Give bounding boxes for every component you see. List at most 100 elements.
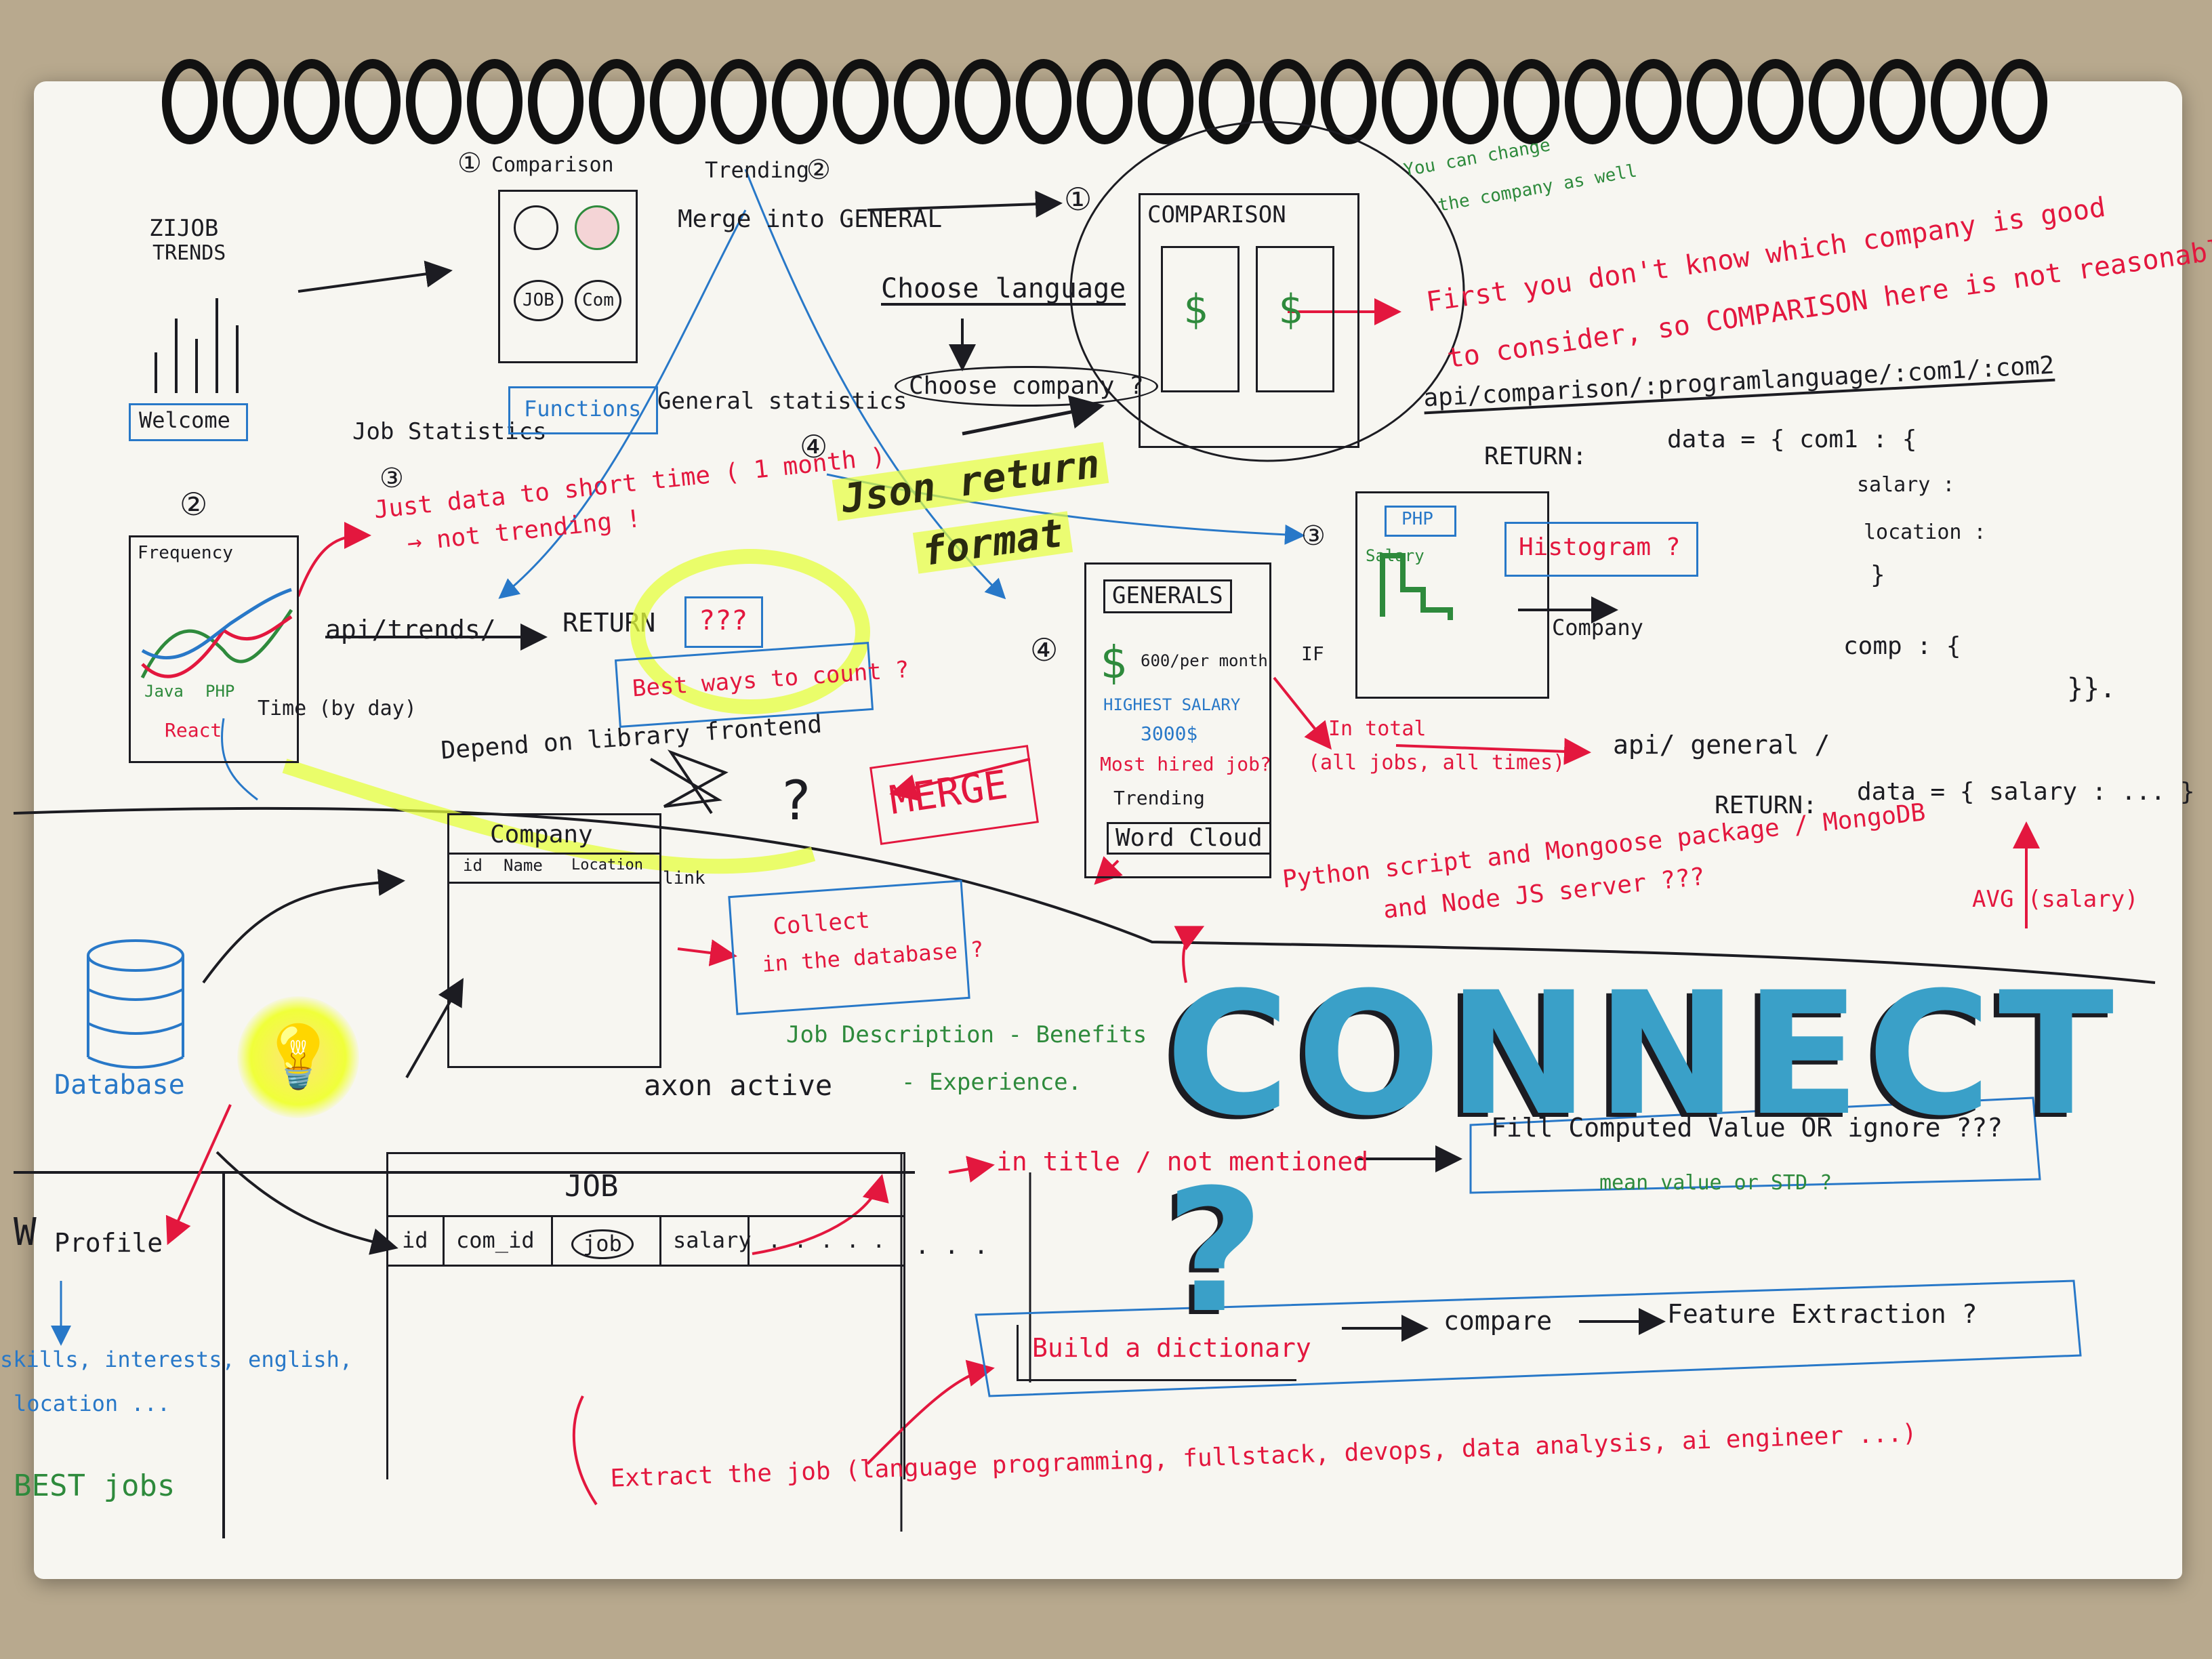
job-header-row: id com_id job salary . . . . . [388,1215,903,1267]
frequency-axis-label: Frequency [138,543,233,563]
comparison-screen: COMPARISON $ $ [1139,193,1359,448]
profile-detail-2: location ... [14,1391,171,1416]
generals-if: IF [1301,642,1324,665]
dollar-icon-left: $ [1183,286,1208,333]
comparison-location: location : [1864,520,1986,544]
job-description-1: Job Description - Benefits [786,1021,1147,1048]
generals-title: GENERALS [1103,579,1232,613]
com-button[interactable]: Com [575,280,621,322]
mean-value-note: mean value or STD ? [1599,1171,1832,1195]
functions-label: Functions [524,396,642,422]
fill-computed-value: Fill Computed Value OR ignore ??? [1491,1113,2003,1143]
choose-company[interactable]: Choose company ? [895,366,1158,407]
generals-trending: Trending [1113,787,1205,809]
comparison-salary: salary : [1857,473,1955,497]
merge-into-general: Merge into GENERAL [678,205,943,233]
logo-line2: TRENDS [152,241,226,265]
build-dictionary-box: Build a dictionary [1017,1325,1311,1381]
histogram-salary-label: Salary [1366,546,1425,565]
comparison-data: data = { com1 : { [1667,426,1917,453]
job-col-more: . . . . . [768,1227,886,1253]
histogram-screen: PHP Salary [1355,491,1549,699]
company-table: Company id Name Location link [447,813,705,1068]
avg-salary: AVG (salary) [1972,886,2139,913]
histogram-label-box: Histogram ? [1504,522,1698,577]
compare-step: compare [1443,1306,1553,1336]
generals-api: api/ general / [1613,730,1830,760]
frequency-chart: Frequency Java PHP React [129,535,299,763]
feature-extraction-step: Feature Extraction ? [1667,1299,1978,1329]
generals-most-hired: Most hired job? [1100,753,1271,775]
job-description-2: - Experience. [901,1069,1082,1096]
choose-language[interactable]: Choose language [881,273,1126,306]
best-ways-label: Best ways to count ? [631,656,910,703]
job-button[interactable]: JOB [514,280,563,322]
job-table: JOB id com_id job salary . . . . . [386,1152,905,1479]
job-table-dots: . . . [915,1232,989,1260]
logo-line1: ZIJOB [149,215,219,242]
trending-button-icon[interactable] [575,205,619,250]
generals-return: RETURN: [1715,792,1818,819]
collect-box: Collect in the database ? [728,880,984,1015]
axon-active-label: axon active [644,1069,833,1102]
histogram-label: Histogram ? [1519,533,1681,561]
step-number-2: ② [806,155,831,186]
php-tab[interactable]: PHP [1385,506,1456,537]
job-col-job: job [571,1229,634,1259]
step-number-3: ③ [380,463,404,494]
comparison-brace: } [1870,561,1885,589]
comparison-button-icon[interactable] [514,205,558,250]
generals-data: data = { salary : ... } [1857,778,2195,806]
profile-detail: skills, interests, english, [0,1347,353,1372]
flow-step-number: ① [1064,181,1092,218]
legend-php: PHP [205,682,235,701]
trend-step-number: ② [180,486,208,523]
job-col-divider [659,1217,661,1265]
trending-label: Trending [705,157,810,183]
generals-per-month: 600/per month [1141,651,1268,670]
time-axis-label: Time (by day) [258,697,417,720]
company-column-right: $ [1256,246,1334,392]
company-column-left: $ [1161,246,1240,392]
legend-java: Java [144,682,184,701]
profile-label: Profile [54,1228,163,1258]
generals-highest-value: 3000$ [1141,722,1198,745]
welcome-label: Welcome [139,407,230,433]
company-header-row: id Name Location [449,853,659,884]
comparison-close: }}. [2067,673,2116,704]
generals-dollar-icon: $ [1100,636,1127,689]
company-question-mark: ? [779,769,813,832]
dollar-icon-right: $ [1278,286,1303,333]
generals-step-number: ④ [1030,632,1059,668]
php-tab-label: PHP [1401,509,1433,529]
comparison-label: Comparison [491,153,614,177]
welcome-box: Welcome [129,403,248,441]
company-col-id: id [463,856,483,875]
collect-label-2: in the database ? [761,936,985,977]
lightbulb-icon: 💡 [237,996,359,1118]
company-col-name: Name [504,856,543,875]
trend-return-box: ??? [684,596,763,648]
collect-label-1: Collect [772,906,871,941]
job-col-com-id: com_id [456,1227,535,1253]
job-col-divider [551,1217,553,1265]
step-number-1: ① [457,148,482,179]
generals-in-total: In total [1328,717,1427,741]
legend-react: React [165,719,222,741]
general-statistics-label: General statistics [657,388,907,415]
generals-screen: GENERALS $ 600/per month HIGHEST SALARY … [1084,562,1271,878]
job-col-divider [443,1217,445,1265]
profile-icon: W [14,1210,37,1254]
generals-highest-salary: HIGHEST SALARY [1103,695,1241,714]
trend-return-value: ??? [699,605,748,636]
job-col-salary: salary [673,1227,752,1253]
connect-title: CONNECT ? [1166,956,2121,1350]
job-statistics-label: Job Statistics [352,418,547,445]
company-title: Company [490,821,593,848]
trends-api: api/trends/ [325,615,496,644]
merge-label: MERGE [886,761,1010,823]
generals-in-total-2: (all jobs, all times) [1308,751,1565,775]
comparison-comp: comp : { [1843,632,1961,660]
histogram-company-label: Company [1552,615,1643,640]
generals-word-cloud: Word Cloud [1107,822,1271,855]
